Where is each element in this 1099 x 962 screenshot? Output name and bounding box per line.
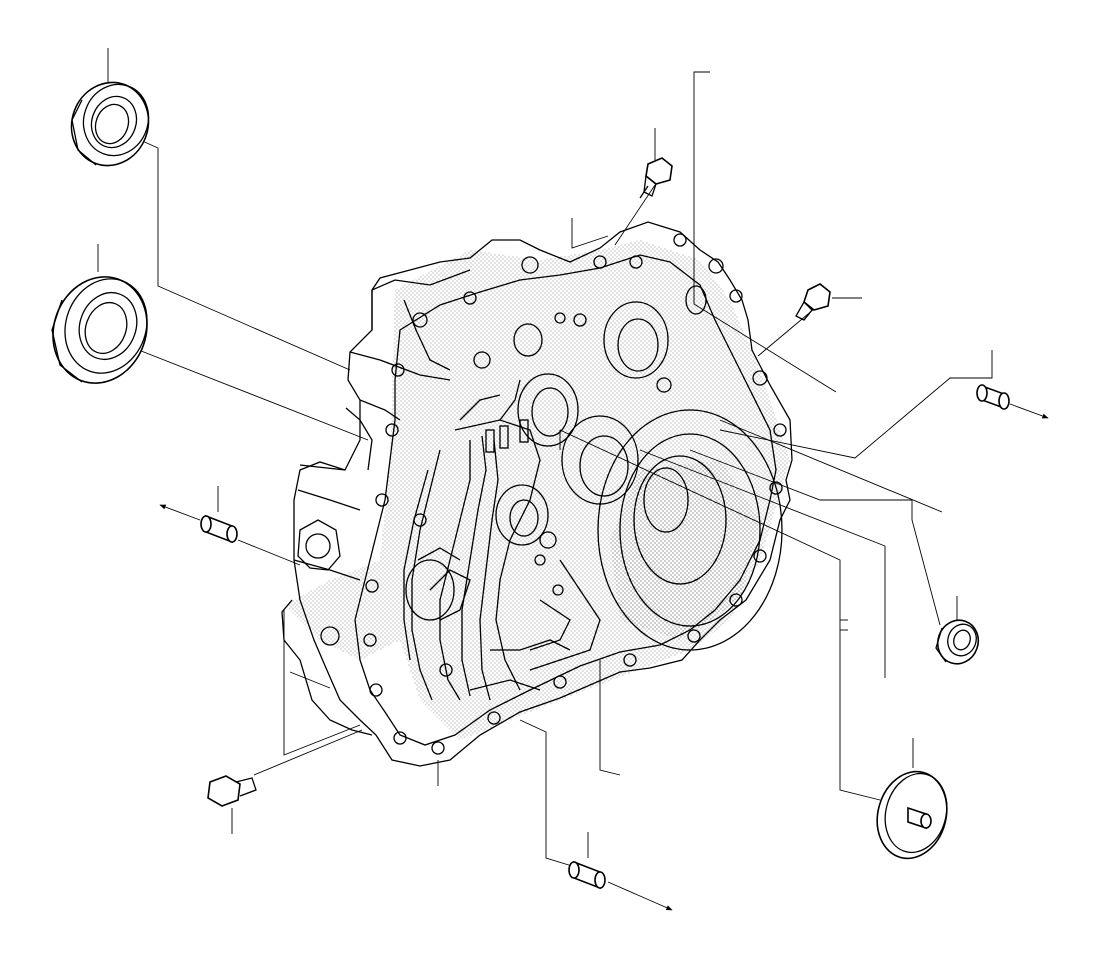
transaxle-case	[281, 221, 793, 767]
dowel-pin-bottom	[568, 860, 606, 890]
flange-bolt-holes	[305, 233, 787, 755]
bolt-top	[639, 157, 673, 199]
oil-seal-top-left	[70, 81, 150, 167]
dowel-pin-left	[200, 514, 238, 544]
case-bores	[405, 285, 707, 621]
bolt-bottom-left	[207, 775, 257, 807]
leader-lines	[97, 48, 993, 867]
differential-housing	[597, 409, 783, 651]
bolt-right	[795, 283, 831, 321]
direction-arrows	[159, 403, 1049, 911]
bearing-left	[51, 276, 148, 384]
dowel-pin-right	[976, 384, 1010, 410]
valve-body-channels	[403, 312, 672, 701]
needle-bearing-right	[935, 619, 980, 665]
oil-receiver-plate	[876, 770, 948, 860]
